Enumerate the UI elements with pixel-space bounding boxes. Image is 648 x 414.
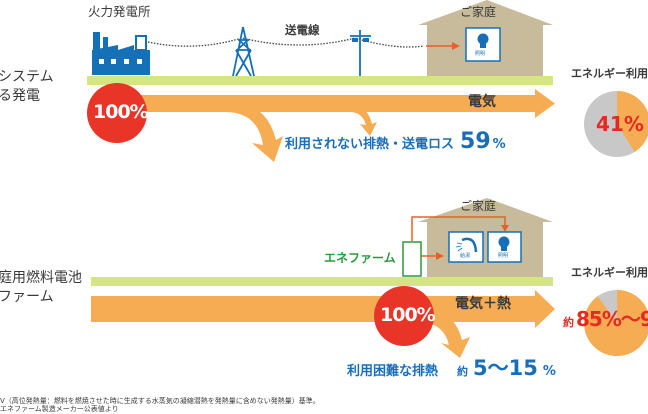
- input-percent: 100%: [93, 101, 149, 123]
- loss-label-2: 利用困難な排熱: [347, 364, 439, 379]
- input-circle: [87, 83, 147, 143]
- pie-utilized-slice: [617, 91, 648, 152]
- loss-arrow: [225, 103, 283, 162]
- efficiency-row-2: 約 85%〜95: [563, 309, 648, 329]
- flow-label: 電気: [468, 94, 496, 110]
- section-label-2a: 庭用燃料電池: [0, 270, 82, 286]
- section-label-1b: る発電: [0, 88, 40, 104]
- power-plant-label: 火力発電所: [88, 4, 151, 19]
- efficiency-pie-1: [584, 91, 648, 157]
- home-label: ご家庭: [460, 5, 497, 19]
- lighting-icon: [465, 27, 501, 62]
- flow-label-2: 電気＋熱: [455, 296, 511, 312]
- input-percent-2: 100%: [380, 304, 436, 326]
- hot-water-label: 給湯: [460, 253, 471, 259]
- supply-arrow-icon: [426, 42, 460, 50]
- loss-label: 利用されない排熱・送電ロス: [285, 137, 455, 152]
- efficiency-title-2: エネルギー利用: [571, 266, 648, 279]
- loss-value-2: 5〜15: [473, 356, 538, 380]
- lighting-label: 照明: [475, 51, 486, 57]
- ground-bar: [87, 76, 553, 85]
- efficiency-prefix-2: 約: [563, 316, 574, 329]
- energy-flow-arrow: [95, 89, 555, 118]
- efficiency-value-2: 85%〜95: [576, 307, 648, 331]
- loss-value: 59: [460, 129, 491, 154]
- lighting-label-2: 照明: [498, 253, 509, 259]
- efficiency-title: エネルギー利用: [571, 67, 648, 80]
- enefarm-label: エネファーム: [324, 251, 396, 265]
- loss-row: 利用されない排熱・送電ロス 59 %: [285, 131, 506, 153]
- enefarm-unit-icon: [402, 241, 422, 277]
- power-line: [147, 37, 425, 48]
- loss-unit-2: %: [542, 364, 556, 379]
- utility-pole-icon: [350, 30, 371, 76]
- footnotes: V（高位発熱量：燃料を燃焼させた時に生成する水蒸気の凝縮潜熱を発熱量に含めない発…: [0, 397, 320, 414]
- loss-unit: %: [492, 137, 506, 152]
- transmission-label: 送電線: [285, 23, 320, 37]
- footnote-1: V（高位発熱量：燃料を燃焼させた時に生成する水蒸気の凝縮潜熱を発熱量に含めない発…: [0, 397, 320, 405]
- factory-icon: [92, 32, 150, 75]
- loss-arrow-small: [350, 104, 377, 136]
- heat-supply-line: [411, 216, 506, 241]
- lighting-icon-2: [487, 231, 522, 263]
- home-label-2: ご家庭: [460, 199, 497, 213]
- ground-bar-2: [91, 277, 553, 286]
- section-label-2b: ファーム: [0, 289, 54, 305]
- transmission-tower-icon: [232, 26, 255, 77]
- section-label-1a: システム: [0, 69, 54, 85]
- loss-row-2: 利用困難な排熱 約 5〜15 %: [347, 358, 556, 379]
- loss-prefix-2: 約: [457, 365, 469, 378]
- efficiency-value: 41%: [596, 112, 644, 136]
- input-circle-2: [374, 286, 434, 346]
- efficiency-pie-2: [584, 290, 648, 356]
- hot-water-icon: [448, 231, 484, 263]
- pie-utilized-slice: [584, 290, 648, 356]
- footnote-2: エネファーム製造メーカー公表値より: [0, 405, 119, 414]
